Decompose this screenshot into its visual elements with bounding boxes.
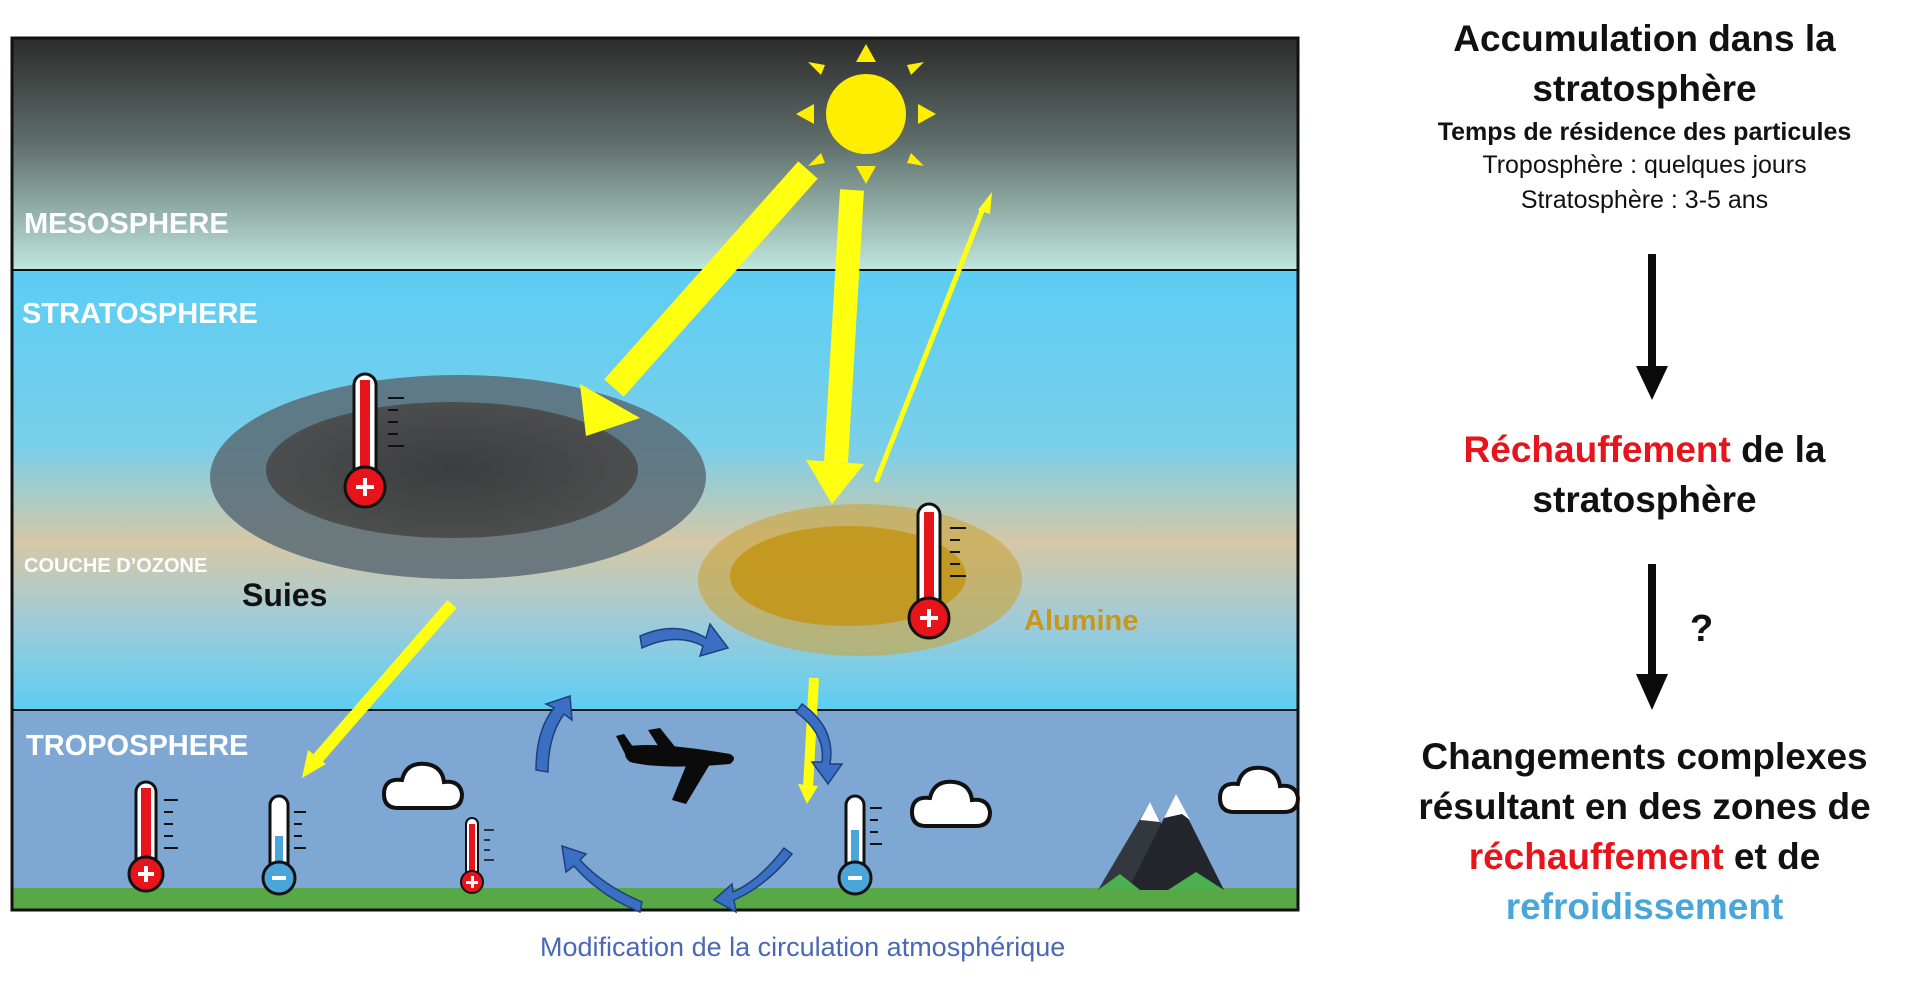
thermometer-ground-small-warm-icon [460,817,494,894]
warming-panel: Réchauffement de la stratosphère [1382,425,1907,525]
accumulation-title-line1: Accumulation dans la [1453,18,1836,59]
cloud-icon [381,761,465,810]
changes-line1: Changements complexes [1421,736,1868,777]
cloud-icon-middle [909,779,993,828]
cloud-icon-right [1217,765,1300,814]
sun-icon [796,44,936,184]
changes-line3: réchauffement et de [1382,832,1907,882]
thermometer-ground-warm-icon [127,780,178,893]
changes-warming-word: réchauffement [1468,836,1724,877]
warming-line1: Réchauffement de la [1382,425,1907,475]
thermometer-alumina-warm-icon [907,502,966,640]
mesosphere-label: MESOSPHERE [24,208,229,240]
residence-stratosphere: Stratosphère : 3-5 ans [1520,186,1769,214]
ground-strip [12,888,1298,910]
circulation-caption: Modification de la circulation atmosphér… [540,932,1066,962]
ozone-layer-label: COUCHE D’OZONE [24,555,207,577]
thermometer-ground-cool-icon [261,794,306,896]
residence-time-title: Temps de résidence des particules [1437,118,1852,146]
changes-and: et de [1723,836,1821,877]
warming-rest: de la [1730,429,1826,470]
warming-word: Réchauffement [1463,429,1731,470]
mesosphere-layer [12,38,1298,270]
warming-line2: stratosphère [1532,479,1757,520]
sunlight-arrow-tropo-right [798,677,819,804]
mountain-icon [1098,794,1224,890]
diagram-frame [10,36,1300,912]
explanation-panel: Accumulation dans la stratosphère Temps … [1382,14,1907,218]
circulation-arrows [535,622,844,914]
changes-line2: résultant en des zones de [1418,786,1871,827]
flow-arrow-1 [1636,254,1668,400]
atmosphere-diagram: MESOSPHERE STRATOSPHERE COUCHE D’OZONE T… [10,36,1300,914]
changes-panel: Changements complexes résultant en des z… [1382,732,1907,932]
stratosphere-label: STRATOSPHERE [22,298,258,330]
residence-troposphere: Troposphère : quelques jours [1482,151,1807,179]
airplane-icon [616,728,734,804]
thermometer-soot-warm-icon [343,372,404,509]
sunlight-arrow-alumina [806,189,864,504]
sunlight-arrow-soot [580,161,818,436]
accumulation-title-line2: stratosphère [1532,68,1757,109]
soot-label: Suies [242,577,327,613]
alumina-cloud [698,504,1022,656]
troposphere-label: TROPOSPHERE [26,730,248,762]
uncertainty-question-mark: ? [1690,608,1714,650]
changes-cooling-word: refroidissement [1505,886,1784,927]
thermometer-tropo-cool-icon [837,794,882,896]
sunlight-arrow-tropo-left [302,600,457,778]
flow-arrow-2 [1636,564,1668,710]
alumina-label: Alumine [1024,605,1138,637]
reflected-light-arrow [873,192,992,483]
soot-cloud [210,375,706,579]
